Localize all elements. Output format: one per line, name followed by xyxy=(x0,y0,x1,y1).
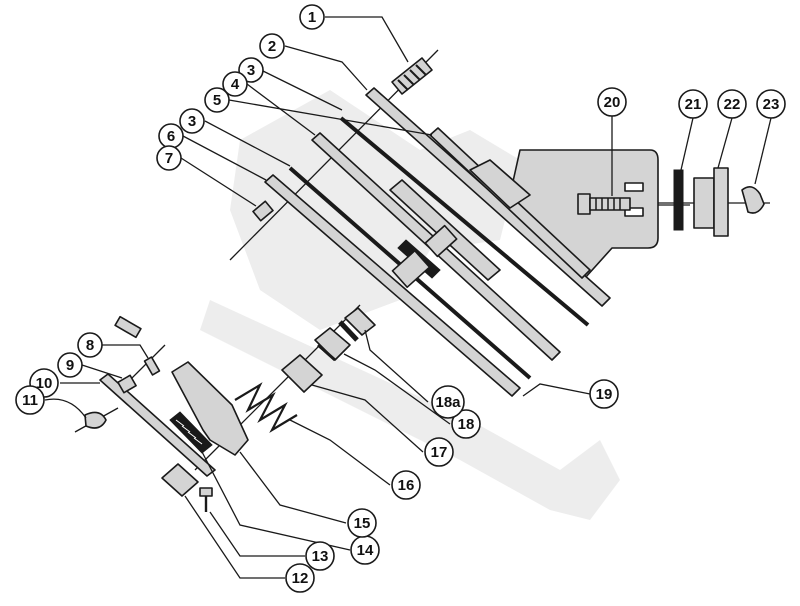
central-spring-cluster xyxy=(391,224,458,289)
carriage-plate xyxy=(469,159,531,209)
callout-18a-label: 18a xyxy=(435,394,461,411)
callout-9-label: 9 xyxy=(66,357,74,374)
part-14-strip xyxy=(169,411,213,454)
callout-7-label: 7 xyxy=(165,150,173,167)
callout-18: 18 xyxy=(451,409,481,439)
callout-14-label: 14 xyxy=(357,542,374,559)
part-11-wing-nut xyxy=(84,411,107,429)
part-8-pin xyxy=(114,315,142,339)
callout-20-label: 20 xyxy=(604,94,621,111)
callout-15: 15 xyxy=(347,508,377,538)
part-10-lever xyxy=(99,373,216,477)
callout-1-label: 1 xyxy=(308,9,316,26)
callout-14: 14 xyxy=(350,535,380,565)
callout-13: 13 xyxy=(305,541,335,571)
callout-23-label: 23 xyxy=(763,96,780,113)
callout-3-lower-label: 3 xyxy=(188,113,196,130)
callout-6-label: 6 xyxy=(167,128,175,145)
callout-1: 1 xyxy=(299,4,325,30)
callout-8-label: 8 xyxy=(86,337,94,354)
callout-18a: 18a xyxy=(431,385,465,419)
callout-11-label: 11 xyxy=(22,392,38,409)
guide-strip-3-top xyxy=(339,116,590,327)
part-20-bolt xyxy=(577,193,631,215)
callout-15-label: 15 xyxy=(354,515,371,532)
callout-2: 2 xyxy=(259,33,285,59)
callouts: 1 2 3 4 5 3 6 7 8 9 10 11 12 13 14 15 16… xyxy=(15,4,786,593)
part-17-block xyxy=(281,354,323,393)
part-9-bolt xyxy=(117,356,161,394)
part-13-screw xyxy=(199,487,213,512)
callout-12: 12 xyxy=(285,563,315,593)
callout-18-label: 18 xyxy=(458,416,475,433)
callout-22: 22 xyxy=(717,89,747,119)
callout-21-label: 21 xyxy=(685,96,702,113)
callout-16-label: 16 xyxy=(398,477,415,494)
callout-4: 4 xyxy=(222,71,248,97)
callout-13-label: 13 xyxy=(312,548,329,565)
part-7-nut xyxy=(252,200,274,222)
callout-3-lower: 3 xyxy=(179,108,205,134)
callout-16: 16 xyxy=(391,470,421,500)
callout-21: 21 xyxy=(678,89,708,119)
callout-3-upper-label: 3 xyxy=(247,62,255,79)
callout-17: 17 xyxy=(424,437,454,467)
callout-4-label: 4 xyxy=(231,76,240,93)
callout-3-upper: 3 xyxy=(238,57,264,83)
part-12-block xyxy=(161,463,199,497)
callout-8: 8 xyxy=(77,332,103,358)
callout-17-label: 17 xyxy=(431,444,448,461)
callout-23: 23 xyxy=(756,89,786,119)
callout-10-label: 10 xyxy=(36,375,53,392)
part-15-hook-plate xyxy=(171,361,249,456)
guide-bar-6 xyxy=(264,174,521,397)
part-23-wing-nut xyxy=(741,186,765,214)
callout-9: 9 xyxy=(57,352,83,378)
guide-bars xyxy=(264,87,611,397)
part-18-block xyxy=(314,327,351,362)
callout-12-label: 12 xyxy=(292,570,309,587)
callout-19-label: 19 xyxy=(596,386,613,403)
callout-19: 19 xyxy=(589,379,619,409)
leader-lines xyxy=(44,16,772,579)
part-21-washer xyxy=(673,169,684,231)
callout-5: 5 xyxy=(204,87,230,113)
callout-22-label: 22 xyxy=(724,96,741,113)
callout-5-label: 5 xyxy=(213,92,221,109)
callout-2-label: 2 xyxy=(268,38,276,55)
guide-bar-2 xyxy=(365,87,611,307)
callout-7: 7 xyxy=(156,145,182,171)
part-18a-ring xyxy=(338,307,376,342)
part-1-stud xyxy=(391,57,433,95)
callout-11: 11 xyxy=(15,385,45,415)
part-16-spring xyxy=(234,382,298,433)
part-22-sleeve xyxy=(693,167,729,237)
callout-20: 20 xyxy=(597,87,627,117)
callout-6: 6 xyxy=(158,123,184,149)
